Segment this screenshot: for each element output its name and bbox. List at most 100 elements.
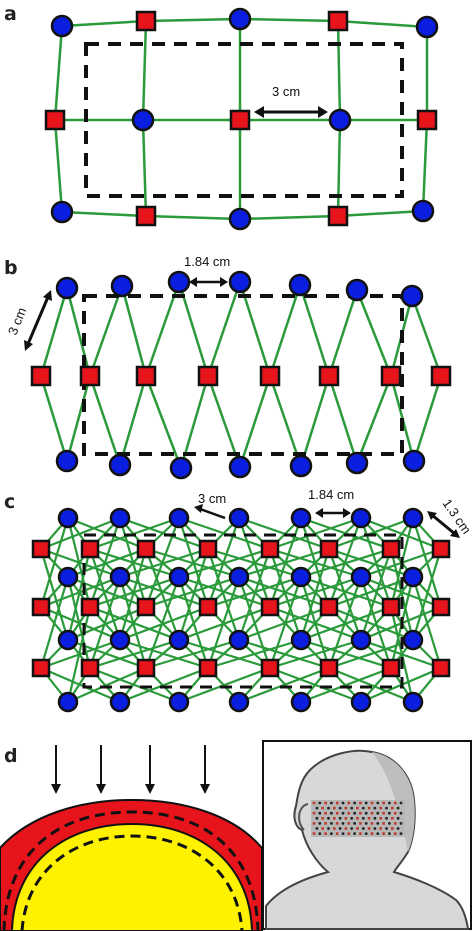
detector-optode — [50, 14, 74, 38]
detector-optode-mini — [318, 801, 322, 805]
source-optode — [431, 597, 451, 617]
channel-line — [359, 576, 393, 669]
detector-optode-mini — [315, 806, 319, 810]
detector-optode-mini — [315, 827, 319, 830]
channel-line — [238, 547, 330, 579]
channel-line — [298, 284, 331, 377]
detector-optode — [402, 691, 424, 713]
source-optode-mini — [391, 817, 394, 820]
channel-line — [119, 638, 209, 670]
source-optode — [319, 658, 339, 678]
panel-d-brain-boundary — [20, 834, 244, 931]
source-optode-mini — [367, 827, 371, 830]
channel-line — [144, 576, 181, 669]
detector-optode — [402, 566, 424, 588]
detector-optode — [228, 207, 252, 231]
channel-line — [177, 576, 210, 669]
channel-line — [178, 547, 271, 579]
channel-line — [53, 25, 64, 121]
source-optode — [319, 539, 339, 559]
channel-line — [40, 666, 121, 704]
channel-line — [118, 548, 148, 641]
source-optode — [260, 539, 280, 559]
source-optode-mini — [333, 827, 336, 830]
detector-optode — [228, 270, 252, 294]
detector-optode-mini — [399, 811, 403, 815]
source-optode — [381, 539, 401, 559]
source-optode — [31, 539, 51, 559]
channel-line — [61, 210, 147, 218]
channel-line — [237, 548, 272, 641]
panel-c-diagonal-arrow — [194, 504, 226, 520]
source-optode — [431, 658, 451, 678]
source-optode-mini — [335, 801, 339, 805]
detector-optode — [228, 507, 250, 529]
detector-optode — [228, 566, 250, 588]
source-optode — [327, 205, 349, 227]
detector-optode-mini — [376, 811, 380, 815]
detector-optode-mini — [373, 806, 377, 810]
channel-line — [40, 575, 121, 609]
detector-optode-mini — [388, 832, 391, 835]
source-optode — [259, 365, 281, 387]
channel-line — [237, 576, 272, 669]
detector-optode-mini — [318, 811, 322, 815]
channel-line — [300, 638, 392, 670]
detector-optode-mini — [385, 816, 388, 820]
channel-line — [328, 666, 414, 704]
detector-optode — [57, 566, 79, 588]
channel-line — [39, 375, 69, 462]
channel-line — [67, 575, 147, 609]
source-optode-mini — [344, 806, 348, 810]
panel-c-short-label: 1.3 cm — [440, 496, 474, 537]
source-optode — [319, 597, 339, 617]
panel-label-a: a — [4, 3, 17, 25]
detector-optode — [228, 7, 252, 31]
channel-line — [89, 666, 180, 704]
source-optode-mini — [344, 827, 348, 830]
channel-line — [337, 19, 428, 29]
panel-c-short-arrow — [427, 511, 460, 538]
panel-a-field-of-view — [84, 42, 404, 198]
detector-optode-mini — [376, 801, 380, 805]
detector-optode-mini — [318, 822, 322, 825]
channel-line — [336, 20, 342, 121]
detector-optode-mini — [341, 801, 345, 805]
channel-line — [206, 576, 241, 669]
source-optode — [135, 10, 157, 32]
source-optode-mini — [347, 822, 351, 825]
panel-b-optodes — [30, 270, 452, 480]
detector-optode — [131, 108, 155, 132]
channel-line — [359, 517, 393, 608]
source-optode-mini — [333, 806, 336, 810]
panel-d-head-layers — [0, 745, 263, 931]
channel-line — [144, 375, 183, 469]
channel-line — [239, 17, 339, 23]
detector-optode-mini — [364, 832, 368, 835]
channel-line — [268, 375, 303, 467]
detector-optode-mini — [385, 806, 388, 810]
detector-optode-mini — [315, 816, 319, 820]
panel-c-optodes — [31, 507, 451, 713]
channel-line — [145, 17, 241, 23]
panel-b-channels — [39, 281, 443, 469]
panel-a-distance-arrow — [254, 106, 328, 118]
channel-line — [144, 548, 181, 641]
panel-c-horizontal-arrow — [315, 508, 351, 518]
channel-line — [118, 517, 148, 608]
channel-line — [238, 375, 272, 468]
detector-optode-mini — [350, 816, 354, 820]
source-optode — [136, 658, 156, 678]
channel-line — [238, 575, 330, 609]
detector-optode-mini — [330, 822, 333, 825]
channel-line — [268, 548, 303, 641]
channel-line — [40, 638, 121, 670]
detector-optode — [228, 455, 252, 479]
channel-line — [300, 666, 392, 704]
source-optode-mini — [359, 801, 362, 805]
source-optode — [198, 658, 218, 678]
detector-optode — [228, 691, 250, 713]
detector-optode — [290, 566, 312, 588]
channel-line — [120, 285, 148, 377]
channel-line — [178, 575, 271, 609]
